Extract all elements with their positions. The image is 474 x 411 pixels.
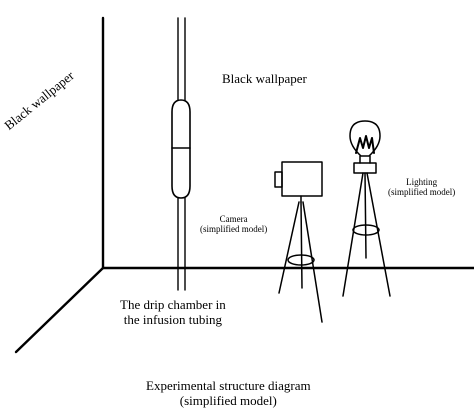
label-camera-line1: Camera	[219, 214, 248, 224]
bulb-filament	[355, 135, 375, 154]
camera-tripod-ring	[287, 254, 315, 266]
camera-lens	[274, 171, 283, 188]
label-drip-chamber-line2: the infusion tubing	[123, 311, 222, 327]
bulb-glass	[349, 120, 381, 157]
label-camera-line2: (simplified model)	[200, 224, 268, 235]
camera-tripod-leg-left	[278, 201, 300, 294]
camera-body	[281, 161, 323, 197]
camera-model	[274, 161, 323, 323]
infusion-tubing	[171, 17, 191, 291]
label-lighting-line2: (simplified model)	[388, 187, 456, 198]
label-back-wall: Black wallpaper	[222, 71, 307, 86]
camera-tripod-leg-center	[300, 201, 303, 289]
diagram-caption: Experimental structure diagram (simplifi…	[146, 378, 311, 409]
bulb-base	[353, 162, 377, 174]
label-lighting: Lighting (simplified model)	[388, 177, 455, 198]
label-drip-chamber: The drip chamber in the infusion tubing	[120, 297, 226, 328]
label-drip-chamber-line1: The drip chamber in	[120, 297, 226, 312]
label-camera: Camera (simplified model)	[200, 214, 267, 235]
light-tripod-leg-right	[366, 172, 391, 297]
diagram-caption-line1: Experimental structure diagram	[146, 378, 311, 393]
lighting-model	[342, 120, 391, 297]
diagram-caption-line2: (simplified model)	[179, 392, 277, 408]
light-tripod-ring	[352, 224, 380, 236]
light-tripod-leg-center	[364, 172, 367, 259]
room-walls	[14, 16, 474, 354]
floor-side-edge	[14, 266, 105, 354]
light-tripod-leg-left	[342, 172, 364, 297]
label-lighting-line1: Lighting	[406, 177, 438, 187]
drip-chamber	[171, 99, 191, 199]
